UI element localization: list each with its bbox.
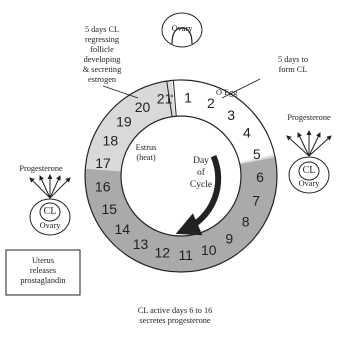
day-label: 8	[242, 213, 250, 229]
day-label: 13	[133, 236, 149, 252]
day-label: 6	[256, 169, 264, 185]
day-of-cycle-label: Day of Cycle	[180, 155, 222, 191]
day-label: 18	[103, 133, 119, 149]
progesterone-left-label: Progesterone	[4, 164, 78, 174]
cl-left-label: CL	[38, 207, 62, 217]
day-label: 7	[252, 192, 260, 208]
egg-label: O Egg	[216, 88, 261, 98]
progesterone-right-label: Progesterone	[272, 113, 346, 123]
cl-active-label: CL active days 6 to 16 secretes progeste…	[110, 306, 240, 326]
cl-regressing-label: 5 days CL regressing follicle developing…	[54, 25, 150, 85]
day-label: 1	[184, 89, 192, 105]
day-label: 10	[201, 242, 217, 258]
cl-right-label: CL	[297, 166, 321, 176]
day-label: 4	[243, 124, 251, 140]
ovary-right-label: Ovary	[289, 179, 329, 189]
day-label: 3	[227, 107, 235, 123]
day-label: 14	[115, 221, 131, 237]
day-label: 17	[95, 155, 111, 171]
day-label: 21	[157, 91, 173, 107]
day-label: 11	[178, 247, 193, 263]
day-label: 19	[116, 113, 132, 129]
day-label: 2	[207, 95, 215, 111]
day-label: 12	[154, 245, 170, 261]
uterus-label: Uterus releases prostaglandin	[8, 256, 78, 286]
day-label: 5	[253, 146, 261, 162]
day-label: 9	[225, 230, 233, 246]
day-label: 16	[95, 179, 111, 195]
ovary-top-label: Ovary	[167, 24, 197, 34]
estrus-label: Estrus (heat)	[128, 143, 164, 163]
day-label: 15	[102, 201, 118, 217]
day-label: 20	[135, 99, 151, 115]
form-cl-label: 5 days to form CL	[263, 55, 323, 75]
leader-line	[103, 86, 138, 98]
ovary-left-label: Ovary	[30, 221, 70, 231]
